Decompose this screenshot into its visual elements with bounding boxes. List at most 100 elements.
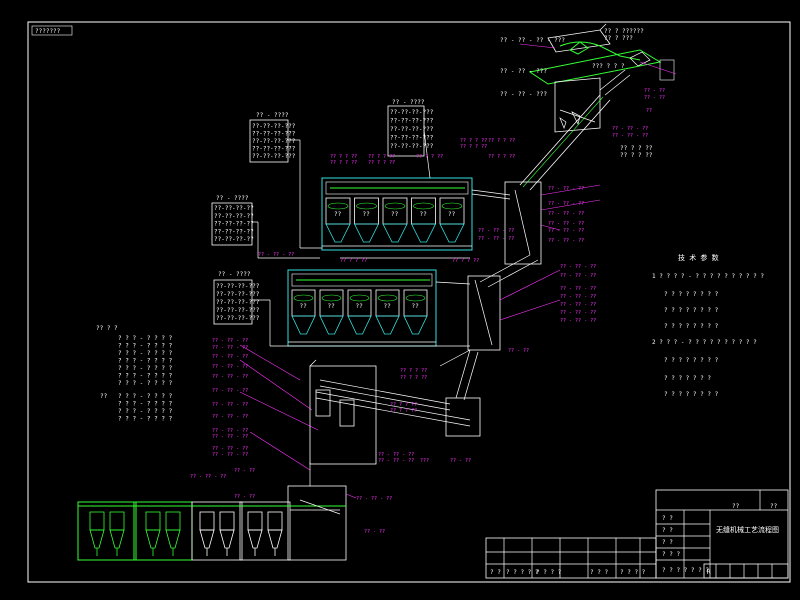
collector-body [219, 511, 235, 531]
top-tag-4: ?? - ?? - ??? [500, 91, 547, 98]
svg-text:?? - ?? - ??: ?? - ?? - ?? [190, 474, 226, 480]
mid-tag: ??-??-??-?? [214, 205, 254, 212]
collector-body [145, 511, 161, 531]
svg-text:?? ? ? ??: ?? ? ? ?? [330, 154, 357, 160]
tag-box [31, 25, 73, 36]
svg-text:?? ? ? ??: ?? ? ? ?? [400, 368, 427, 374]
upper-silo-top [356, 202, 377, 210]
upper-silo-bin-label: ?? [334, 211, 342, 218]
spec-line: ? ? ? ? ? ? ? ? [664, 391, 719, 398]
svg-text:?? - ?? - ??: ?? - ?? - ?? [548, 238, 584, 244]
upper-silo-hopper [353, 223, 380, 243]
svg-text:?? - ?? - ??: ?? - ?? - ?? [356, 496, 392, 502]
central-machine: ?? ? ? ?? ?? ? ? ?? ?? ? ? ?? ?? ? ? ?? … [309, 349, 471, 465]
right-box-lower: ?? - ?? [445, 349, 481, 464]
upper-right-tag: ??-??-??-??? [390, 109, 434, 116]
svg-text:?? - ?? - ??: ?? - ?? - ?? [560, 286, 596, 292]
svg-text:?? - ?? - ??: ?? - ?? - ?? [212, 434, 248, 440]
spec-line: ? ? ? ? ? ? ? ? [664, 357, 719, 364]
upper-silo-bin-label: ?? [420, 211, 428, 218]
title-row: ? ? ? ? ? ? ? [662, 567, 709, 574]
lower-tag: ??-??-??-??? [216, 307, 260, 314]
elevator-top: ?? - ?? - ?? ?? - ?? - ?? ?? - ?? ?? - ?… [554, 69, 665, 159]
svg-text:?? ? ? ??: ?? ? ? ?? [620, 152, 653, 159]
svg-text:?? - ??: ?? - ?? [644, 95, 665, 101]
lower-silo-hopper [375, 315, 400, 335]
tb-r: R [707, 569, 711, 576]
svg-text:?? ? ? ??: ?? ? ? ?? [390, 408, 417, 414]
legend: ?? ? ? ? ? ? - ? ? ? ?? ? ? - ? ? ? ?? ?… [96, 325, 173, 423]
collector-body [89, 511, 105, 531]
spec-line: ? ? ? ? ? ? ? ? [664, 307, 719, 314]
svg-text:?? ? ? ??: ?? ? ? ?? [416, 154, 443, 160]
legend-item: ? ? ? - ? ? ? ? [118, 358, 173, 365]
lower-silo-top [349, 294, 370, 302]
mid-title: ?? - ???? [216, 195, 249, 202]
upper-right-tag: ??-??-??-??? [390, 143, 434, 150]
svg-text:?? - ?? - ??: ?? - ?? - ?? [560, 294, 596, 300]
upper-silo-hopper [410, 223, 437, 243]
collector-cone [199, 529, 215, 549]
title-row: ? ? [662, 527, 673, 534]
magenta-tag-list: ?? - ?? - ?? ?? - ?? - ?? ?? - ?? - ?? ?… [190, 338, 319, 480]
upper-silo-bin-label: ?? [448, 211, 456, 218]
svg-text:?? - ?? - ??: ?? - ?? - ?? [212, 374, 248, 380]
lower-silo-top [293, 294, 314, 302]
legend-item: ? ? ? - ? ? ? ? [118, 380, 173, 387]
svg-text:?? ? ? ??: ?? ? ? ?? [400, 375, 427, 381]
legend-sub-item: ? ? ? - ? ? ? ? [118, 408, 173, 415]
top-label-b: ?? ? ??? [604, 35, 633, 42]
svg-text:?? - ?? - ??: ?? - ?? - ?? [478, 236, 514, 242]
spec-title: 技 术 参 数 [678, 253, 719, 262]
upper-silo-bin-label: ?? [391, 211, 399, 218]
right-elevator-upper: ?? - ?? - ?? ?? - ?? - ?? ?? - ?? - ?? ?… [471, 181, 601, 324]
svg-text:?? - ?? - ??: ?? - ?? - ?? [560, 310, 596, 316]
svg-text:?? ? ? ??: ?? ? ? ?? [452, 258, 479, 264]
svg-text:?? - ?? - ??: ?? - ?? - ?? [378, 458, 414, 464]
legend-sub-item: ? ? ? - ? ? ? ? [118, 416, 173, 423]
mid-tag: ??-??-??-?? [214, 221, 254, 228]
tag-label: ??????? [35, 28, 61, 35]
svg-text:?? ? ? ??: ?? ? ? ?? [330, 160, 357, 166]
bottom-cell: ? ? ? ? ? [506, 569, 539, 576]
title-row: ? ? [662, 539, 673, 546]
svg-text:?? ? ? ??: ?? ? ? ?? [460, 144, 487, 150]
lower-title: ?? - ???? [218, 271, 251, 278]
svg-text:?? - ?? - ??: ?? - ?? - ?? [212, 364, 248, 370]
svg-text:?? - ?? - ??: ?? - ?? - ?? [560, 318, 596, 324]
legend-item: ? ? ? - ? ? ? ? [118, 350, 173, 357]
upper-silo-hopper [325, 223, 351, 243]
svg-text:???: ??? [420, 458, 429, 464]
title-block: ?? ?? 无缝机械工艺流程图 ? ?? ?? ?? ? ?? ? ? ? ? … [485, 489, 789, 579]
svg-text:?? - ??: ?? - ?? [450, 458, 471, 464]
svg-text:?? - ?? - ??: ?? - ?? - ?? [212, 414, 248, 420]
lower-silo-hopper [319, 315, 344, 335]
svg-text:?? - ?? - ??: ?? - ?? - ?? [548, 211, 584, 217]
svg-text:?? - ?? - ??: ?? - ?? - ?? [548, 228, 584, 234]
svg-text:?? - ?? - ??: ?? - ?? - ?? [212, 388, 248, 394]
collector-body [267, 511, 283, 531]
upper-left-tag: ??-??-??-??? [252, 146, 296, 153]
upper-right-tag: ??-??-??-??? [390, 118, 434, 125]
bottom-units: ?? - ?? ?? - ?? - ?? ?? - ?? [77, 462, 392, 561]
lower-silo-top [377, 294, 398, 302]
collector-cone [247, 529, 263, 549]
legend-sub-header: ?? [100, 393, 108, 400]
lower-silo-bank: ?????????? ?? - ???? ??-??-??-?????-??-?… [213, 269, 470, 347]
svg-text:?? - ?? - ??: ?? - ?? - ?? [212, 446, 248, 452]
svg-text:?? - ?? - ??: ?? - ?? - ?? [548, 221, 584, 227]
svg-text:?? - ?? - ??: ?? - ?? - ?? [378, 452, 414, 458]
upper-left-tag: ??-??-??-??? [252, 153, 296, 160]
svg-text:?? - ?? - ??: ?? - ?? - ?? [548, 201, 584, 207]
collector-cone [109, 529, 125, 549]
lower-silo-hopper [403, 315, 428, 335]
lower-tag: ??-??-??-??? [216, 315, 260, 322]
lower-silo-top [321, 294, 342, 302]
bottom-cell: ? ? ? ? [620, 569, 646, 576]
title-q2: ?? [770, 503, 778, 510]
bottom-cell: ? ? ? ? [536, 569, 562, 576]
svg-text:?? ? ? ??: ?? ? ? ?? [488, 138, 515, 144]
spec-notes: 技 术 参 数 1 ? ? ? ? - ? ? ? ? ? ? ? ? ? ??… [652, 253, 764, 398]
top-equipment: ?? ? ?????? ?? ? ??? ?? - ?? - ?? - ??? … [500, 23, 677, 98]
